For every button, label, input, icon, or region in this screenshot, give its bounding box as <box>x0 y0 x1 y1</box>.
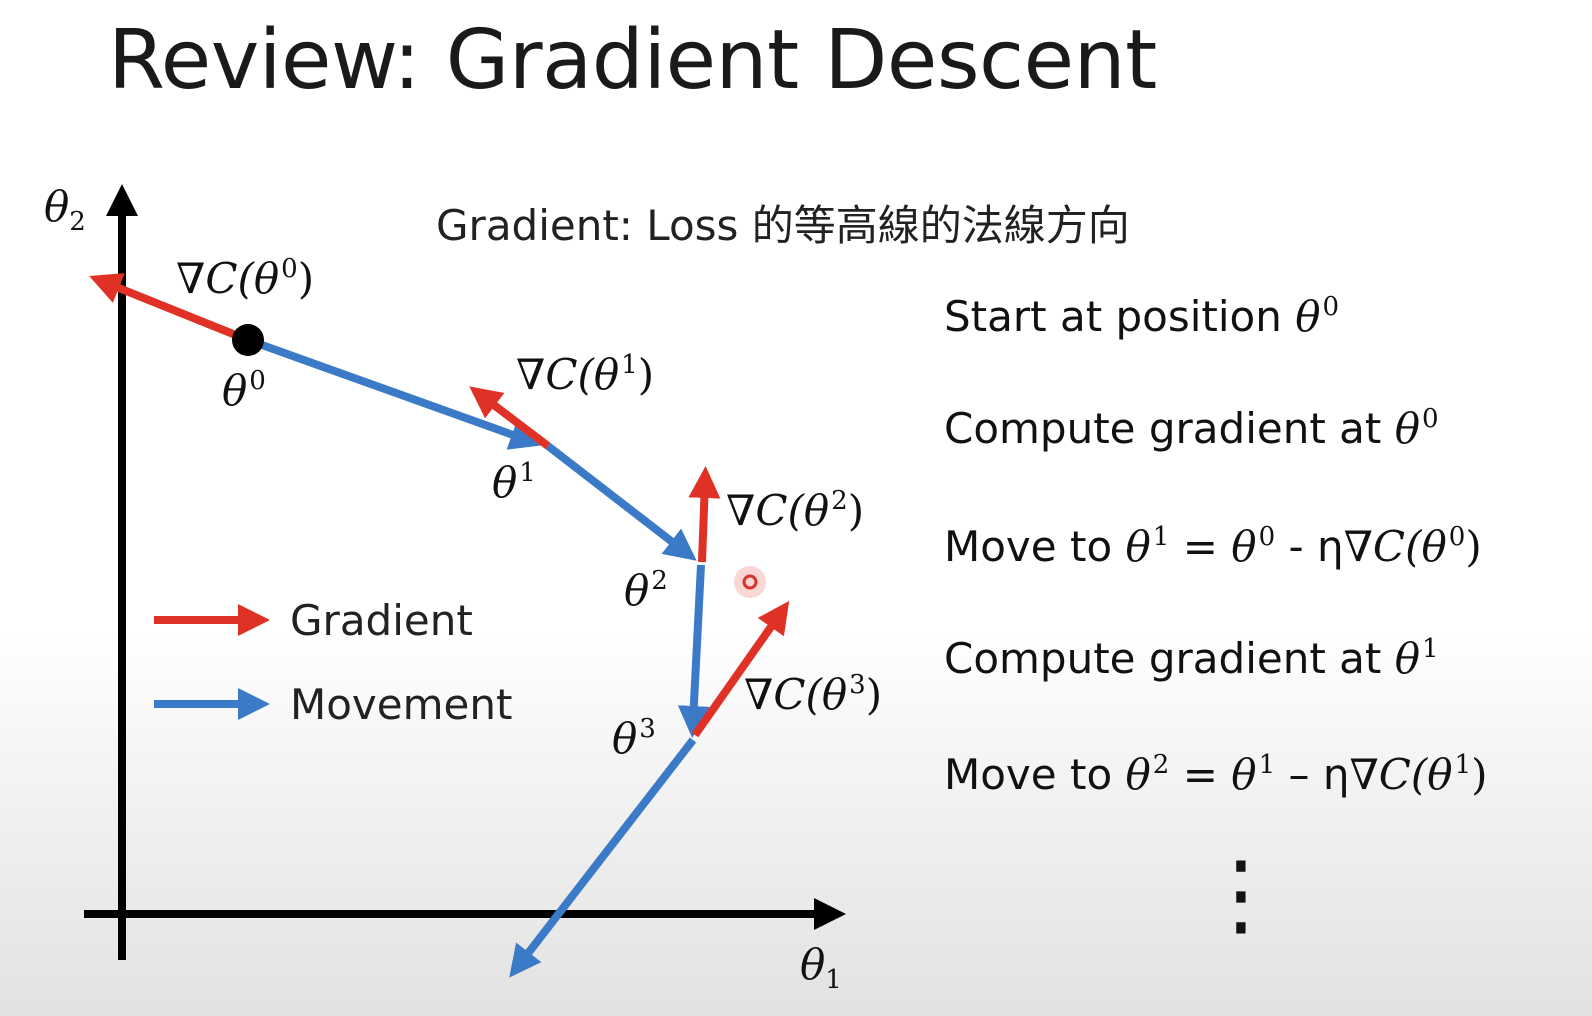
gradient-arrow-0 <box>89 273 250 344</box>
gradient-definition: Gradient: Loss 的等高線的法線方向 <box>436 201 1130 250</box>
gradient-label-1: ∇C(θ1) <box>516 350 655 400</box>
cursor-ring <box>742 574 758 590</box>
cursor-glow <box>734 566 766 598</box>
movement-arrow-2-3 <box>677 564 710 738</box>
movement-arrow-1-2 <box>545 442 697 561</box>
y-axis-label: θ2 <box>44 182 86 238</box>
gradient-arrow-3 <box>691 600 790 738</box>
gradient-label-0: ∇C(θ0) <box>176 254 315 304</box>
continuation-ellipsis: ⋮ <box>1196 842 1286 947</box>
x-axis-label: θ1 <box>800 940 842 996</box>
gradient-label-3: ∇C(θ3) <box>744 670 883 720</box>
gradient-arrow-2 <box>688 466 721 563</box>
legend-movement-label: Movement <box>290 680 513 729</box>
step-start: Start at position θ0 <box>944 292 1340 342</box>
theta-1-label: θ1 <box>492 458 536 508</box>
theta-2-label: θ2 <box>624 566 668 616</box>
theta-0-label: θ0 <box>222 366 266 416</box>
gradient-label-2: ∇C(θ2) <box>726 486 865 536</box>
start-point <box>232 324 264 356</box>
theta-3-label: θ3 <box>612 714 656 764</box>
legend-gradient-label: Gradient <box>290 596 473 645</box>
step-compute-1: Compute gradient at θ1 <box>944 634 1439 684</box>
gradient-arrow-1 <box>469 386 551 450</box>
movement-arrow-0-1 <box>246 336 543 450</box>
step-move-1: Move to θ1 = θ0 - η∇C(θ0) <box>944 522 1482 572</box>
step-move-2: Move to θ2 = θ1 – η∇C(θ1) <box>944 750 1488 800</box>
slide-title: Review: Gradient Descent <box>108 13 1157 108</box>
movement-arrow-3-4 <box>509 737 697 978</box>
step-compute-0: Compute gradient at θ0 <box>944 404 1439 454</box>
